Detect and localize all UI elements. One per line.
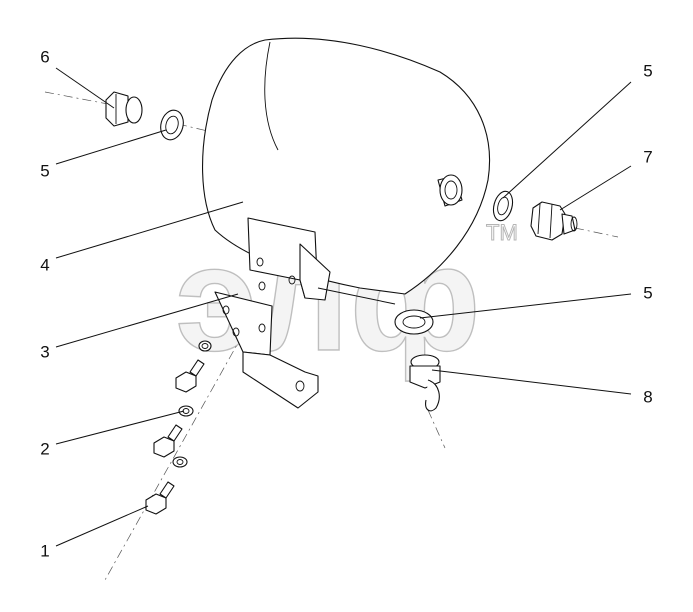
- leader-lines: [55, 67, 632, 547]
- seal-ring-bottom: [394, 309, 434, 335]
- watermark-trademark: TM: [486, 220, 518, 245]
- plug-fitting: [105, 91, 143, 127]
- callout-4: 4: [40, 255, 49, 274]
- callout-1: 1: [40, 541, 49, 560]
- washer-2: [178, 405, 194, 417]
- callout-2: 2: [40, 439, 49, 458]
- seal-ring-left: [160, 109, 184, 141]
- callout-5-left: 5: [40, 161, 49, 180]
- callout-6: 6: [40, 47, 49, 66]
- union-fitting: [530, 201, 578, 241]
- bolt-lower: [145, 481, 175, 515]
- upper-bracket: [247, 217, 331, 301]
- seal-ring-right: [492, 190, 514, 222]
- callout-7: 7: [643, 147, 652, 166]
- callouts: 6 5 4 3 2 1 5 7 5 8: [40, 47, 652, 560]
- bolt-upper: [175, 359, 205, 393]
- callout-5-right: 5: [643, 61, 652, 80]
- callout-5-bottom: 5: [643, 283, 652, 302]
- callout-3: 3: [40, 342, 49, 361]
- drain-valve: [409, 354, 441, 412]
- washer-lower: [172, 456, 188, 468]
- bracket-washer: [198, 340, 212, 352]
- tank-port-boss: [437, 174, 463, 207]
- lower-bracket: [214, 291, 319, 409]
- callout-8: 8: [643, 387, 652, 406]
- bolt-middle: [153, 424, 183, 458]
